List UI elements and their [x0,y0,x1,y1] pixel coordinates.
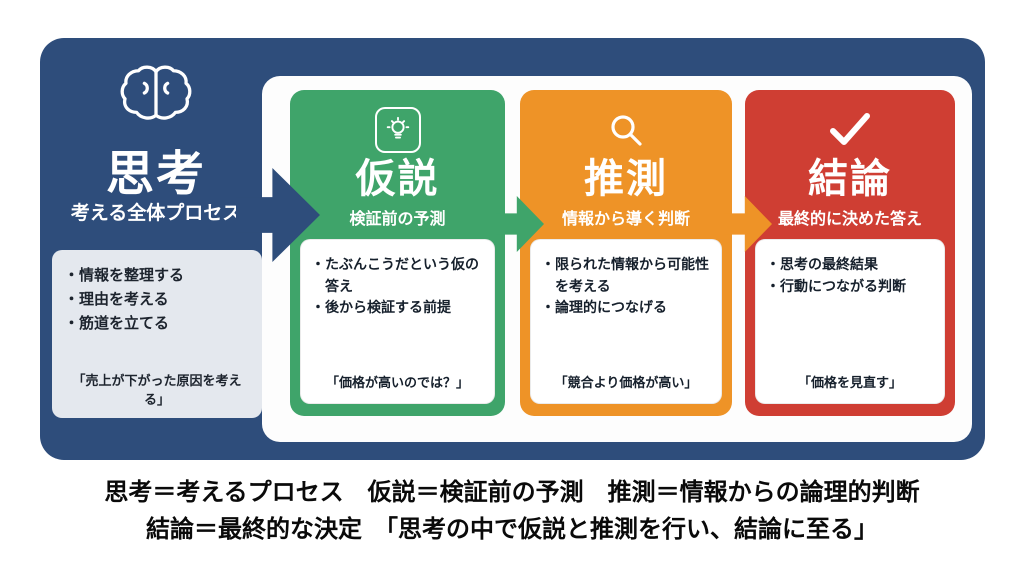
thinking-title: 思考 [105,148,206,201]
bullet-item: 論理的につなげる [541,297,711,319]
card-bullet-list: 限られた情報から可能性を考える 論理的につなげる [541,254,711,319]
lightbulb-icon [374,104,421,156]
bullet-item: 後から検証する前提 [311,297,484,319]
card-detail-box: たぶんこうだという仮の答え 後から検証する前提 「価格が高いのでは？」 [300,239,495,404]
card-example-quote: 「価格を見直す」 [797,375,902,390]
card-inference: 推測 情報から導く判断 限られた情報から可能性を考える 論理的につなげる 「競合… [520,90,732,416]
card-conclusion: 結論 最終的に決めた答え 思考の最終結果 行動につながる判断 「価格を見直す」 [745,90,955,416]
cards-area: 仮説 検証前の予測 たぶんこうだという仮の答え 後から検証する前提 「価格が高い… [262,76,972,442]
card-title: 仮説 [355,157,440,201]
card-title: 推測 [584,157,668,201]
bullet-item: 限られた情報から可能性を考える [541,254,711,297]
thinking-subtitle: 考える全体プロセス [70,203,242,224]
thinking-example-quote: 「売上が下がった原因を考える」 [72,373,242,407]
bullet-item: 筋道を立てる [64,312,250,336]
bullet-item: たぶんこうだという仮の答え [311,254,484,297]
card-hypothesis: 仮説 検証前の予測 たぶんこうだという仮の答え 後から検証する前提 「価格が高い… [290,90,505,416]
bullet-item: 情報を整理する [64,264,250,288]
thinking-section: 思考 考える全体プロセス 情報を整理する 理由を考える 筋道を立てる 「売上が下… [50,38,262,460]
thinking-bullet-list: 情報を整理する 理由を考える 筋道を立てる [64,264,250,336]
bullet-item: 理由を考える [64,288,250,312]
thinking-detail-box: 情報を整理する 理由を考える 筋道を立てる 「売上が下がった原因を考える」 [52,250,262,418]
card-example-quote: 「競合より価格が高い」 [554,375,698,390]
bullet-item: 行動につながる判断 [766,276,934,298]
card-detail-box: 限られた情報から可能性を考える 論理的につなげる 「競合より価格が高い」 [530,239,722,404]
card-detail-box: 思考の最終結果 行動につながる判断 「価格を見直す」 [755,239,945,404]
card-example-quote: 「価格が高いのでは？」 [325,375,469,390]
card-bullet-list: 思考の最終結果 行動につながる判断 [766,254,934,297]
bullet-item: 思考の最終結果 [766,254,934,276]
card-title: 結論 [808,157,892,201]
brain-icon [50,58,262,128]
arrow-right-icon [496,196,544,252]
card-bullet-list: たぶんこうだという仮の答え 後から検証する前提 [311,254,484,319]
footer-line-1: 思考＝考えるプロセス 仮説＝検証前の予測 推測＝情報からの論理的判断 [104,479,920,506]
arrow-right-icon [236,168,320,262]
card-subtitle: 検証前の予測 [349,211,446,228]
footer-summary: 思考＝考えるプロセス 仮説＝検証前の予測 推測＝情報からの論理的判断 結論＝最終… [0,474,1024,548]
arrow-right-icon [724,196,772,252]
check-icon [827,104,873,156]
card-subtitle: 最終的に決めた答え [777,211,922,228]
footer-line-2: 結論＝最終的な決定 「思考の中で仮説と推測を行い、結論に至る」 [146,516,878,544]
magnifier-icon [606,104,646,156]
card-subtitle: 情報から導く判断 [561,211,690,228]
main-panel: 思考 考える全体プロセス 情報を整理する 理由を考える 筋道を立てる 「売上が下… [40,38,985,460]
